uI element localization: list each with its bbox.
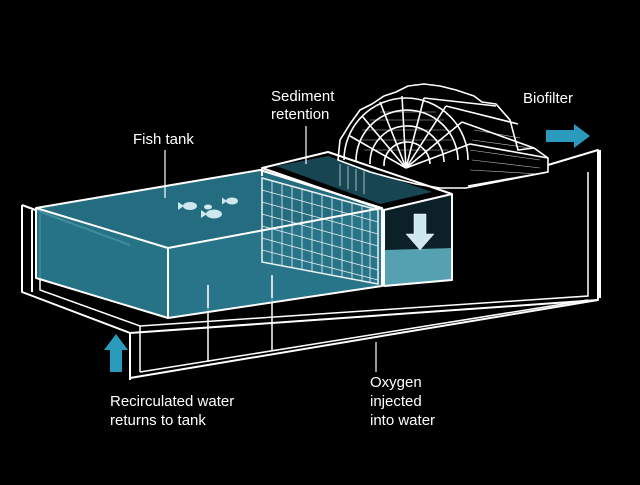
label-recirculated-line1: Recirculated water xyxy=(110,393,234,410)
sediment-water xyxy=(384,248,452,286)
label-recirculated-line2: returns to tank xyxy=(110,412,206,429)
fish-icon xyxy=(201,209,222,219)
arrow-down-icon xyxy=(405,213,435,251)
label-biofilter: Biofilter xyxy=(523,90,573,107)
arrow-up-icon xyxy=(104,334,128,372)
biofilter-hatching xyxy=(360,111,541,175)
fish-icon xyxy=(204,204,212,210)
label-oxygen-line2: injected xyxy=(370,393,422,410)
label-oxygen-line3: into water xyxy=(370,412,435,429)
fish-tank-water-front xyxy=(36,208,168,318)
label-fish-tank: Fish tank xyxy=(133,131,194,148)
fish-tank-water-side xyxy=(168,208,382,318)
fish-group xyxy=(178,197,238,219)
arrow-right-icon xyxy=(546,124,590,148)
mesh-screen xyxy=(261,177,379,285)
leader-lines xyxy=(164,126,377,372)
label-sediment-line1: Sediment xyxy=(271,88,335,105)
label-oxygen-line1: Oxygen xyxy=(370,374,422,391)
fish-icon xyxy=(178,202,197,210)
label-sediment-line2: retention xyxy=(271,106,329,123)
fish-icon xyxy=(222,197,238,205)
